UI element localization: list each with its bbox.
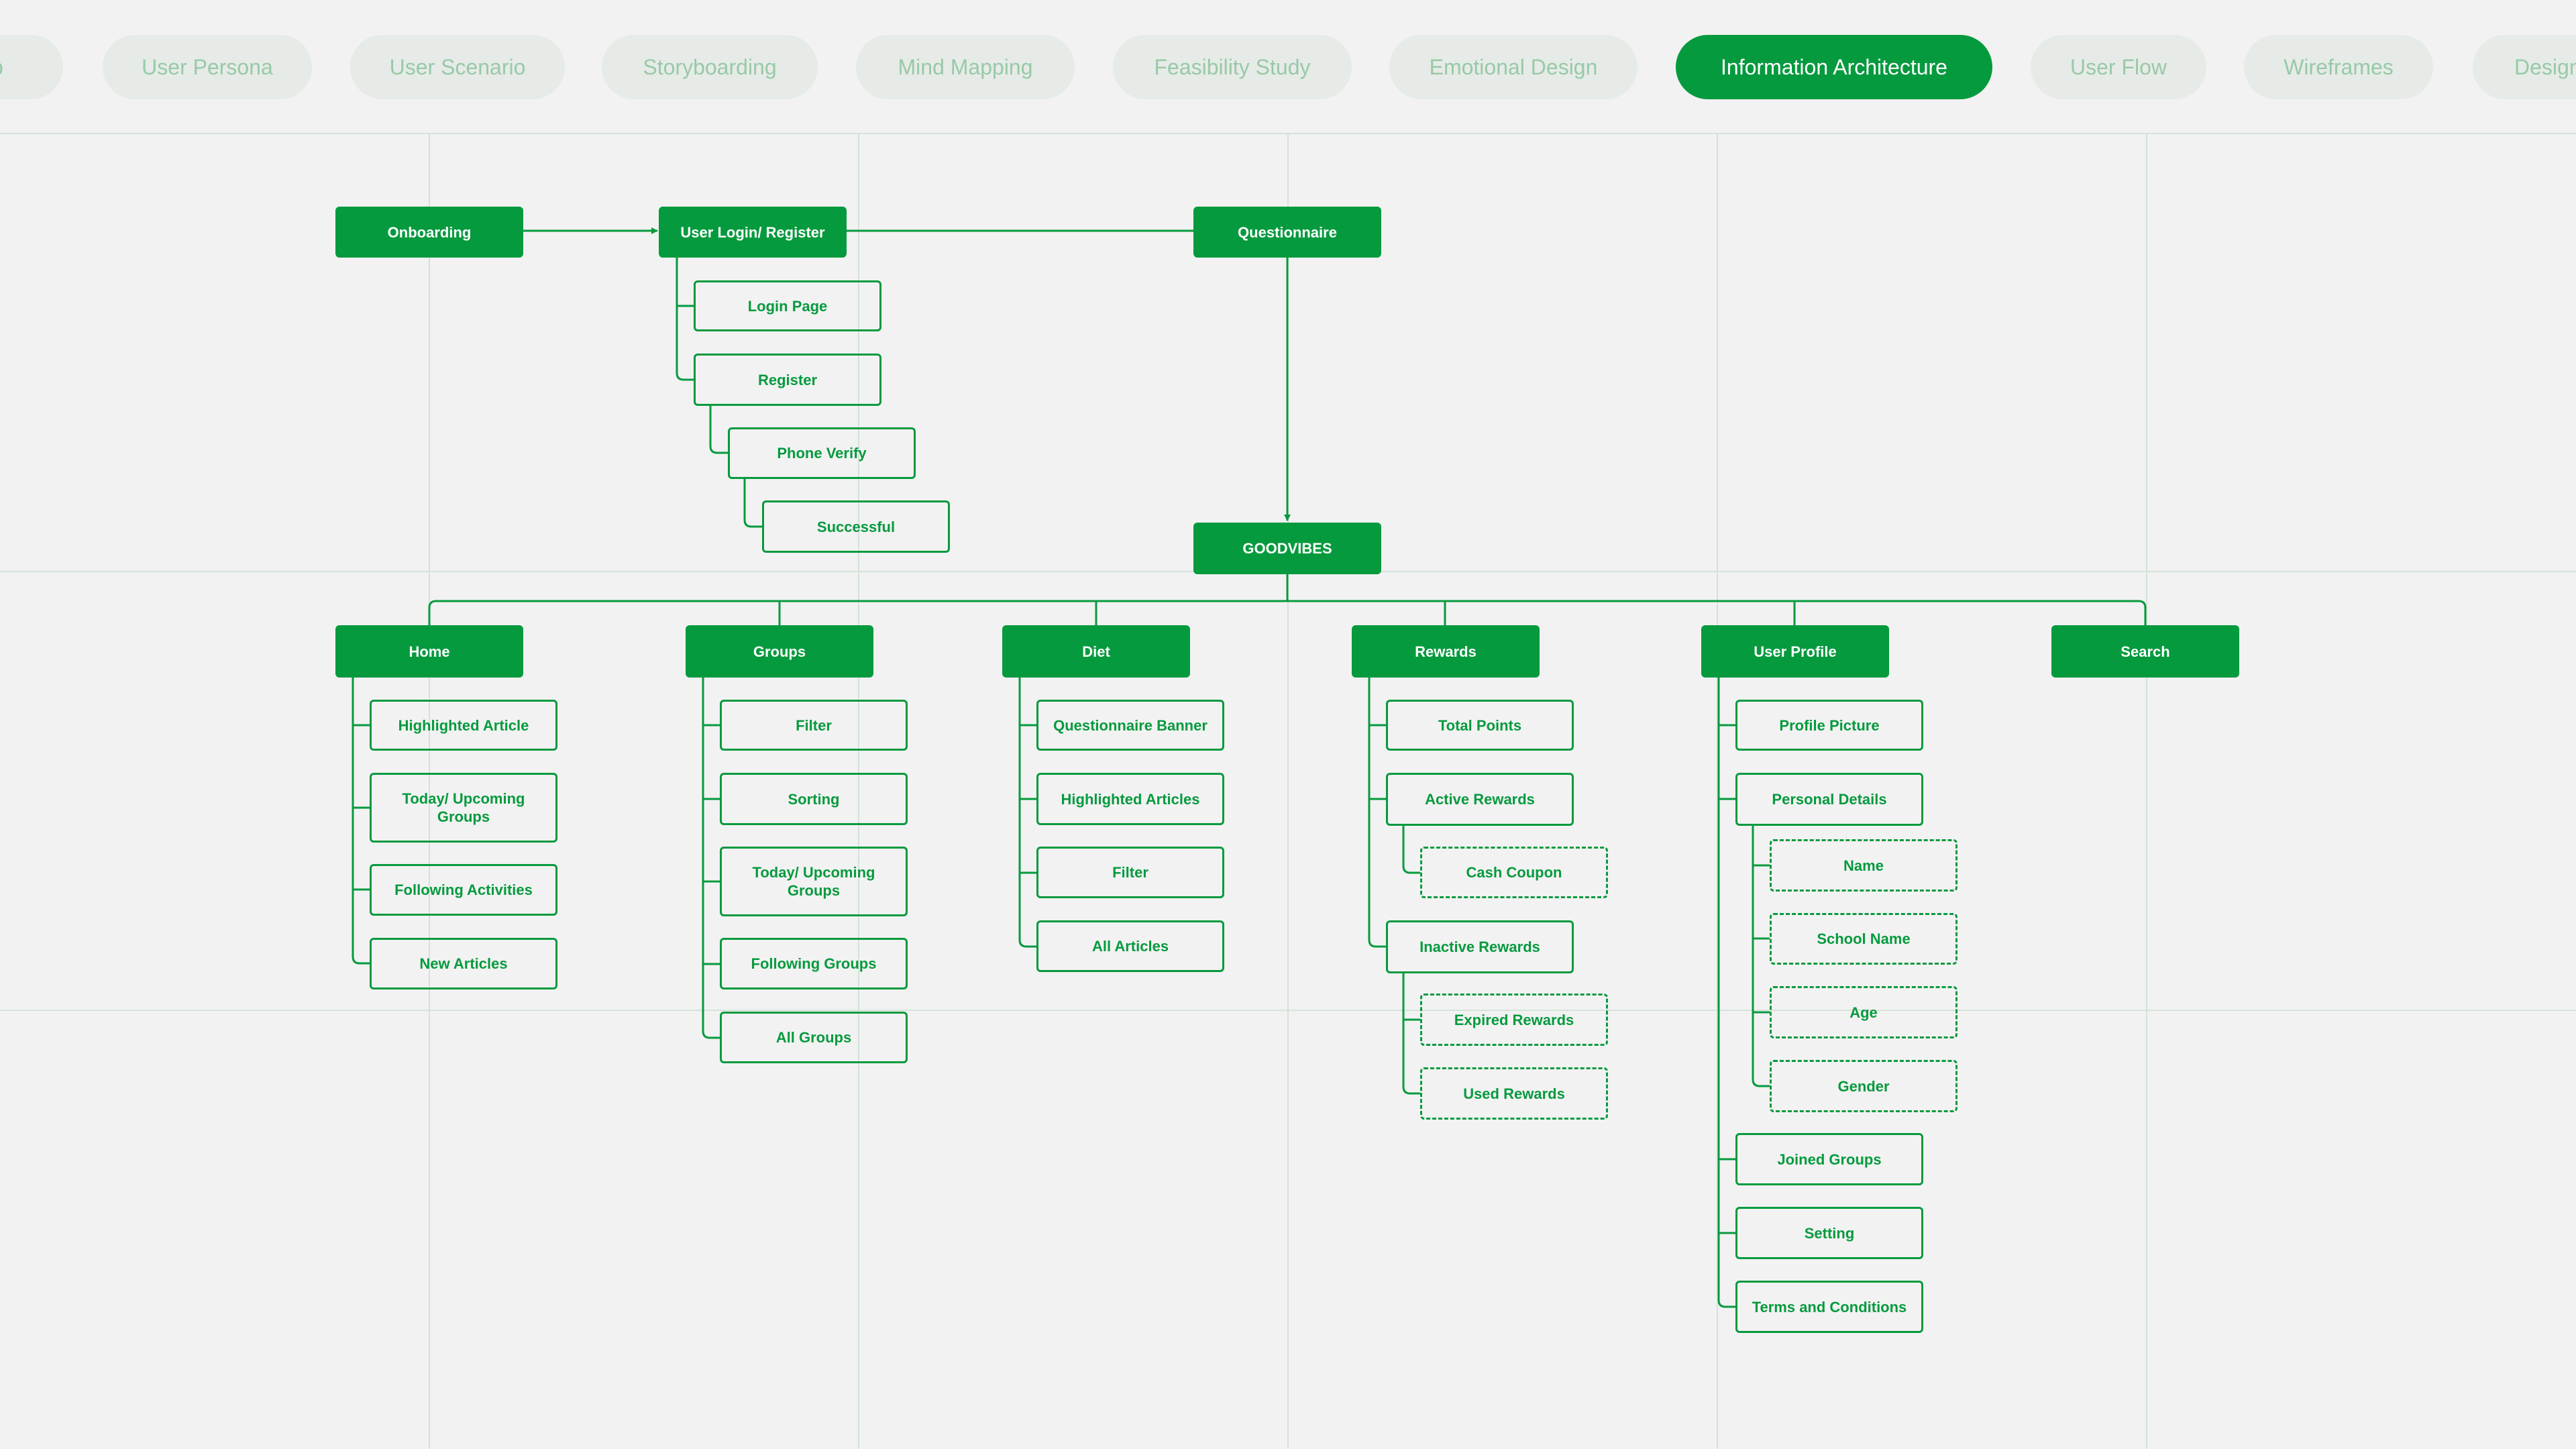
node-active-rewards[interactable]: Active Rewards — [1386, 773, 1574, 826]
node-diet-filter[interactable]: Filter — [1036, 847, 1224, 898]
node-gender[interactable]: Gender — [1770, 1060, 1957, 1112]
node-today-upcoming-groups[interactable]: Today/ Upcoming Groups — [370, 773, 557, 843]
node-total-points[interactable]: Total Points — [1386, 700, 1574, 751]
node-login-page[interactable]: Login Page — [694, 280, 881, 331]
tab-information-architecture[interactable]: Information Architecture — [1676, 35, 1992, 99]
tree-branch — [709, 406, 728, 454]
node-joined-groups[interactable]: Joined Groups — [1735, 1133, 1923, 1185]
tab-label: User Flow — [2070, 54, 2167, 79]
node-onboarding[interactable]: Onboarding — [335, 207, 523, 258]
node-user-login-register[interactable]: User Login/ Register — [659, 207, 847, 258]
node-setting[interactable]: Setting — [1735, 1207, 1923, 1259]
node-groups-sorting[interactable]: Sorting — [720, 773, 908, 825]
node-all-articles[interactable]: All Articles — [1036, 920, 1224, 972]
node-questionnaire-banner[interactable]: Questionnaire Banner — [1036, 700, 1224, 751]
node-groups-filter[interactable]: Filter — [720, 700, 908, 751]
node-groups[interactable]: Groups — [686, 625, 873, 678]
tree-branch — [743, 479, 762, 528]
node-highlighted-articles[interactable]: Highlighted Articles — [1036, 773, 1224, 825]
grid-line — [429, 133, 430, 1449]
node-successful[interactable]: Successful — [762, 500, 950, 553]
tree-branch — [676, 258, 694, 381]
grid-line — [1287, 133, 1289, 1449]
tree-branch — [1752, 826, 1770, 1087]
tab-label: Mind Mapping — [898, 54, 1033, 79]
tree-branch — [1717, 678, 1735, 1308]
tree-branch — [1018, 678, 1036, 948]
tab-label: Wireframes — [2284, 54, 2394, 79]
node-expired-rewards[interactable]: Expired Rewards — [1420, 994, 1608, 1046]
tree-branch — [352, 678, 370, 965]
tab-label: Information Architecture — [1721, 54, 1947, 79]
node-personal-details[interactable]: Personal Details — [1735, 773, 1923, 826]
tree-branch — [1368, 678, 1386, 948]
node-cash-coupon[interactable]: Cash Coupon — [1420, 847, 1608, 898]
tree-branch — [1402, 973, 1420, 1095]
tree-branch — [1402, 826, 1420, 874]
tab-label: User Scenario — [389, 54, 526, 79]
tab-label: Storyboarding — [643, 54, 777, 79]
tab-user-flow[interactable]: User Flow — [2031, 35, 2206, 99]
tab-wireframes[interactable]: Wireframes — [2244, 35, 2433, 99]
node-register[interactable]: Register — [694, 354, 881, 406]
node-inactive-rewards[interactable]: Inactive Rewards — [1386, 920, 1574, 973]
tab-label: Emotional Design — [1429, 54, 1598, 79]
tab-design[interactable]: Design — [2473, 35, 2576, 99]
node-groups-today-upcoming[interactable]: Today/ Upcoming Groups — [720, 847, 908, 916]
node-all-groups[interactable]: All Groups — [720, 1012, 908, 1063]
phase-tab-bar: ap User Persona User Scenario Storyboard… — [0, 0, 2576, 134]
node-profile-picture[interactable]: Profile Picture — [1735, 700, 1923, 751]
tab-emotional-design[interactable]: Emotional Design — [1389, 35, 1638, 99]
node-home[interactable]: Home — [335, 625, 523, 678]
tab-user-scenario[interactable]: User Scenario — [350, 35, 565, 99]
node-following-groups[interactable]: Following Groups — [720, 938, 908, 989]
tab-user-persona[interactable]: User Persona — [103, 35, 312, 99]
tab-label: User Persona — [142, 54, 273, 79]
node-rewards[interactable]: Rewards — [1352, 625, 1540, 678]
node-phone-verify[interactable]: Phone Verify — [728, 427, 916, 479]
tab-mind-mapping[interactable]: Mind Mapping — [856, 35, 1075, 99]
node-search[interactable]: Search — [2051, 625, 2239, 678]
node-user-profile[interactable]: User Profile — [1701, 625, 1889, 678]
tree-branch — [702, 678, 720, 1039]
tab-journey-map[interactable]: ap — [0, 35, 63, 99]
tree-branch — [428, 600, 2147, 625]
tab-label: Feasibility Study — [1154, 54, 1311, 79]
node-questionnaire[interactable]: Questionnaire — [1193, 207, 1381, 258]
node-following-activities[interactable]: Following Activities — [370, 864, 557, 916]
node-school-name[interactable]: School Name — [1770, 913, 1957, 965]
grid-line — [1717, 133, 1718, 1449]
tab-label: Design — [2514, 54, 2576, 79]
node-terms-and-conditions[interactable]: Terms and Conditions — [1735, 1281, 1923, 1333]
grid-line — [2146, 133, 2147, 1449]
node-name[interactable]: Name — [1770, 839, 1957, 892]
grid-line — [858, 133, 859, 1449]
tab-feasibility-study[interactable]: Feasibility Study — [1113, 35, 1352, 99]
node-goodvibes-root[interactable]: GOODVIBES — [1193, 523, 1381, 574]
node-new-articles[interactable]: New Articles — [370, 938, 557, 989]
tab-label: ap — [0, 55, 3, 80]
node-used-rewards[interactable]: Used Rewards — [1420, 1067, 1608, 1120]
node-highlighted-article[interactable]: Highlighted Article — [370, 700, 557, 751]
tab-storyboarding[interactable]: Storyboarding — [602, 35, 818, 99]
node-age[interactable]: Age — [1770, 986, 1957, 1038]
node-diet[interactable]: Diet — [1002, 625, 1190, 678]
